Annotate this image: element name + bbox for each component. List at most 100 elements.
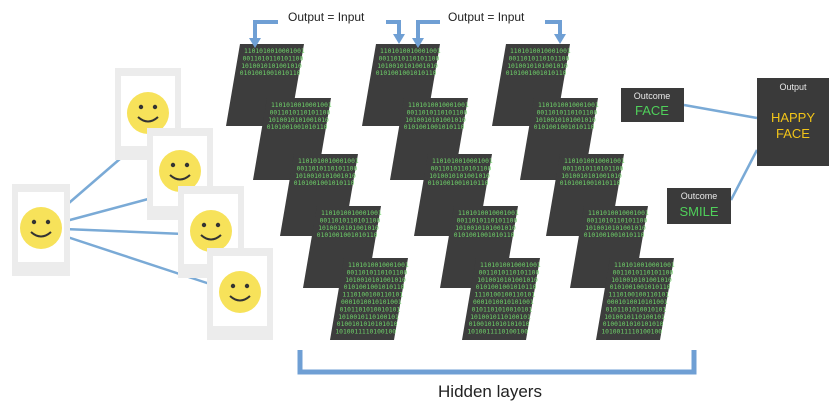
binary-text-line: 0011010110101100 xyxy=(431,165,492,172)
binary-text-line: 0101101010010101 xyxy=(472,306,533,313)
binary-text-line: 1010010101001010 xyxy=(241,63,302,70)
binary-text-line: 1101010010001001 xyxy=(588,210,649,217)
output-equals-input-arrow-1: Output = Input xyxy=(249,10,405,48)
binary-text-line: 1010010110100101 xyxy=(338,314,399,321)
binary-text-line: 0101101010010101 xyxy=(340,306,401,313)
binary-text-line: 1101010010001001 xyxy=(458,210,519,217)
binary-text-line: 1010010101001010 xyxy=(477,277,538,284)
binary-text-line: 1010010110100101 xyxy=(470,314,531,321)
binary-text-line: 0101001001010110 xyxy=(584,232,645,239)
binary-text-line: 0101001001010110 xyxy=(534,124,595,131)
binary-text-line: 0100101010101010 xyxy=(337,321,398,328)
output-equals-input-arrow-2: Output = Input xyxy=(412,10,566,48)
binary-text-line: 0101001001010110 xyxy=(317,232,378,239)
binary-text-line: 1010010101001010 xyxy=(429,173,490,180)
output-box-line1: HAPPY xyxy=(771,110,815,125)
binary-text-line: 0101001001010110 xyxy=(376,70,437,77)
binary-text-line: 0101001001010110 xyxy=(428,180,489,187)
smiley-face-icon xyxy=(20,207,62,249)
binary-layer-card: 1101010010001001001101011010110010100101… xyxy=(462,258,541,340)
binary-text-line: 0011010110101100 xyxy=(347,269,408,276)
arrow-head-icon xyxy=(412,38,424,48)
smiley-face-icon xyxy=(159,150,201,192)
binary-text-line: 1010011110100100 xyxy=(601,329,662,336)
output-connector-lines xyxy=(683,103,759,201)
binary-text-line: 0101001001010110 xyxy=(404,124,465,131)
binary-text-line: 0101001001010110 xyxy=(267,124,328,131)
binary-text-line: 1010010101001010 xyxy=(405,117,466,124)
smiley-face-icon xyxy=(190,210,232,252)
binary-text-line: 0001010010101001 xyxy=(341,299,402,306)
binary-text-line: 1010010101001010 xyxy=(377,63,438,70)
binary-text-line: 1101010010001001 xyxy=(321,210,382,217)
binary-text-line: 0011010110101100 xyxy=(407,109,468,116)
binary-text-line: 0011010110101100 xyxy=(479,269,540,276)
binary-text-line: 1010010101001010 xyxy=(345,277,406,284)
binary-text-line: 1101010010001001 xyxy=(271,102,332,109)
binary-text-line: 1101010010001001 xyxy=(298,158,359,165)
output-box-title: Output xyxy=(779,82,807,92)
input-face-card xyxy=(12,184,70,276)
binary-text-line: 0011010110101100 xyxy=(587,217,648,224)
hidden-layers-label: Hidden layers xyxy=(438,382,542,401)
outcome-smile-title: Outcome xyxy=(681,191,718,201)
binary-layer-card: 1101010010001001001101011010110010100101… xyxy=(330,258,409,340)
outcome-face-box: Outcome FACE xyxy=(621,88,684,122)
binary-text-line: 0011010110101100 xyxy=(297,165,358,172)
binary-text-line: 1101010010001001 xyxy=(480,262,541,269)
binary-text-line: 0101001001010110 xyxy=(560,180,621,187)
smiley-face-icon xyxy=(127,92,169,134)
hidden-layers-bracket: Hidden layers xyxy=(297,350,697,401)
binary-text-line: 1010011110100100 xyxy=(467,329,528,336)
binary-text-line: 0011010110101100 xyxy=(270,109,331,116)
binary-text-line: 1110100100110101 xyxy=(608,292,669,299)
arrow-label-1: Output = Input xyxy=(288,10,365,24)
binary-text-line: 0011010110101100 xyxy=(320,217,381,224)
arrow-head-icon xyxy=(554,34,566,44)
binary-text-line: 1101010010001001 xyxy=(564,158,625,165)
binary-text-line: 1010010101001010 xyxy=(455,225,516,232)
binary-text-line: 1010010101001010 xyxy=(561,173,622,180)
arrow-head-icon xyxy=(249,38,261,48)
outcome-smile-value: SMILE xyxy=(679,204,718,219)
curved-arrow-icon xyxy=(545,20,562,36)
binary-text-line: 0011010110101100 xyxy=(509,55,570,62)
outcome-face-value: FACE xyxy=(635,103,669,118)
binary-text-line: 0101001001010110 xyxy=(344,284,405,291)
binary-text-line: 0101001001010110 xyxy=(240,70,301,77)
curved-arrow-icon xyxy=(253,20,278,40)
binary-text-line: 0011010110101100 xyxy=(379,55,440,62)
arrow-label-2: Output = Input xyxy=(448,10,525,24)
binary-layer-card: 1101010010001001001101011010110010100101… xyxy=(596,258,675,340)
binary-text-line: 1010010101001010 xyxy=(507,63,568,70)
binary-text-line: 1010010101001010 xyxy=(611,277,672,284)
binary-text-line: 0001010010101001 xyxy=(607,299,668,306)
binary-text-line: 1010010101001010 xyxy=(585,225,646,232)
curved-arrow-icon xyxy=(416,20,440,40)
face-card xyxy=(207,248,273,340)
binary-text-line: 0011010110101100 xyxy=(537,109,598,116)
outcome-smile-box: Outcome SMILE xyxy=(667,188,731,224)
binary-text-line: 1101010010001001 xyxy=(510,48,571,55)
binary-text-line: 0011010110101100 xyxy=(243,55,304,62)
hidden-layers-group: 1101010010001001001101011010110010100101… xyxy=(226,44,675,340)
binary-text-line: 1110100100110101 xyxy=(474,292,535,299)
binary-text-line: 0101001001010110 xyxy=(294,180,355,187)
output-box: Output HAPPY FACE xyxy=(757,78,829,166)
binary-text-line: 1110100100110101 xyxy=(342,292,403,299)
binary-text-line: 0011010110101100 xyxy=(563,165,624,172)
binary-text-line: 1101010010001001 xyxy=(538,102,599,109)
binary-text-line: 1101010010001001 xyxy=(380,48,441,55)
smiley-face-icon xyxy=(219,271,261,313)
binary-text-line: 1101010010001001 xyxy=(408,102,469,109)
binary-text-line: 1101010010001001 xyxy=(432,158,493,165)
outcome-face-title: Outcome xyxy=(634,91,671,101)
binary-text-line: 0100101010101010 xyxy=(603,321,664,328)
arrow-head-icon xyxy=(393,34,405,44)
binary-text-line: 1010011110100100 xyxy=(335,329,396,336)
binary-text-line: 0101001001010110 xyxy=(454,232,515,239)
binary-text-line: 1010010101001010 xyxy=(535,117,596,124)
curved-arrow-icon xyxy=(386,20,401,36)
binary-text-line: 0011010110101100 xyxy=(613,269,674,276)
